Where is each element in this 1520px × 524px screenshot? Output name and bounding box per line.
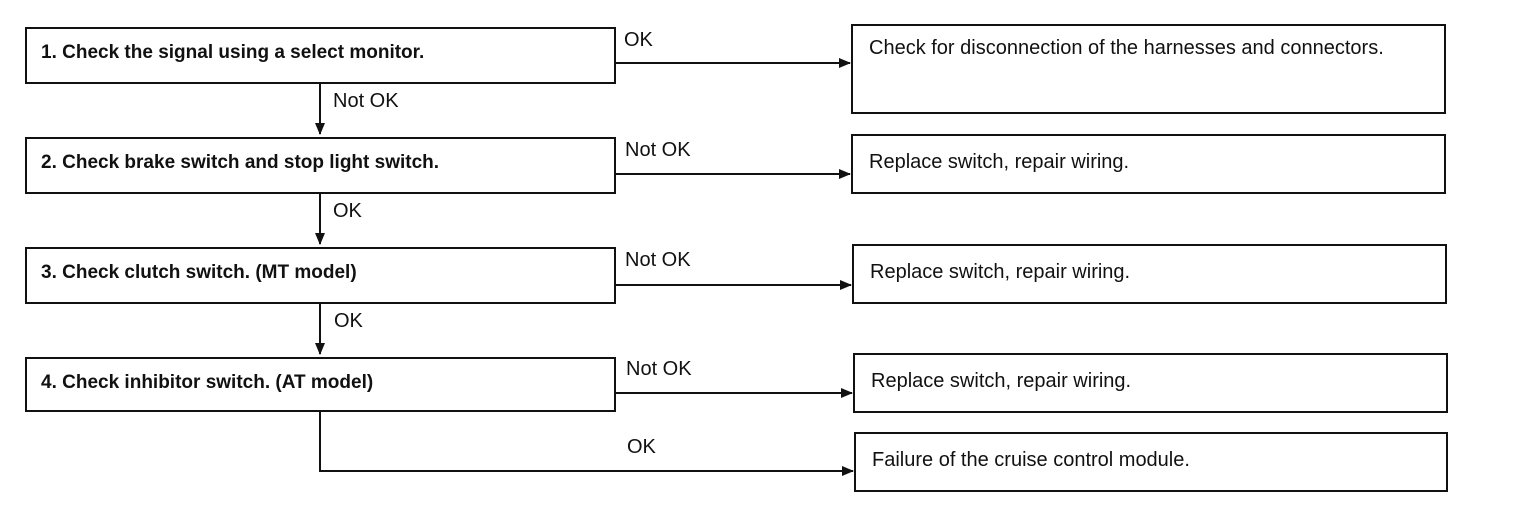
result-box-5: Failure of the cruise control module. — [854, 432, 1448, 492]
result-1-text: Check for disconnection of the harnesses… — [869, 37, 1384, 59]
branch-label-s2-down: OK — [333, 200, 362, 222]
branch-label-s2-right: Not OK — [625, 139, 691, 161]
step-2-text: 2. Check brake switch and stop light swi… — [41, 152, 440, 173]
result-4-text: Replace switch, repair wiring. — [871, 370, 1132, 392]
step-box-4: 4. Check inhibitor switch. (AT model) — [25, 357, 616, 412]
step-1-text: 1. Check the signal using a select monit… — [41, 42, 425, 63]
step-4-text: 4. Check inhibitor switch. (AT model) — [41, 372, 374, 393]
result-2-text: Replace switch, repair wiring. — [869, 151, 1130, 173]
step-box-3: 3. Check clutch switch. (MT model) — [25, 247, 616, 304]
result-box-3: Replace switch, repair wiring. — [852, 244, 1447, 304]
step-box-2: 2. Check brake switch and stop light swi… — [25, 137, 616, 194]
result-5-text: Failure of the cruise control module. — [872, 449, 1190, 471]
branch-label-s4-down: OK — [627, 436, 656, 458]
step-3-text: 3. Check clutch switch. (MT model) — [41, 262, 357, 283]
result-box-2: Replace switch, repair wiring. — [851, 134, 1446, 194]
result-box-1: Check for disconnection of the harnesses… — [851, 24, 1446, 114]
result-3-text: Replace switch, repair wiring. — [870, 261, 1131, 283]
branch-label-s3-down: OK — [334, 310, 363, 332]
branch-label-s1-down: Not OK — [333, 90, 399, 112]
result-box-4: Replace switch, repair wiring. — [853, 353, 1448, 413]
step-box-1: 1. Check the signal using a select monit… — [25, 27, 616, 84]
branch-label-s1-right: OK — [624, 29, 653, 51]
branch-label-s4-right: Not OK — [626, 358, 692, 380]
arrow-s4-to-r5 — [319, 412, 854, 476]
branch-label-s3-right: Not OK — [625, 249, 691, 271]
